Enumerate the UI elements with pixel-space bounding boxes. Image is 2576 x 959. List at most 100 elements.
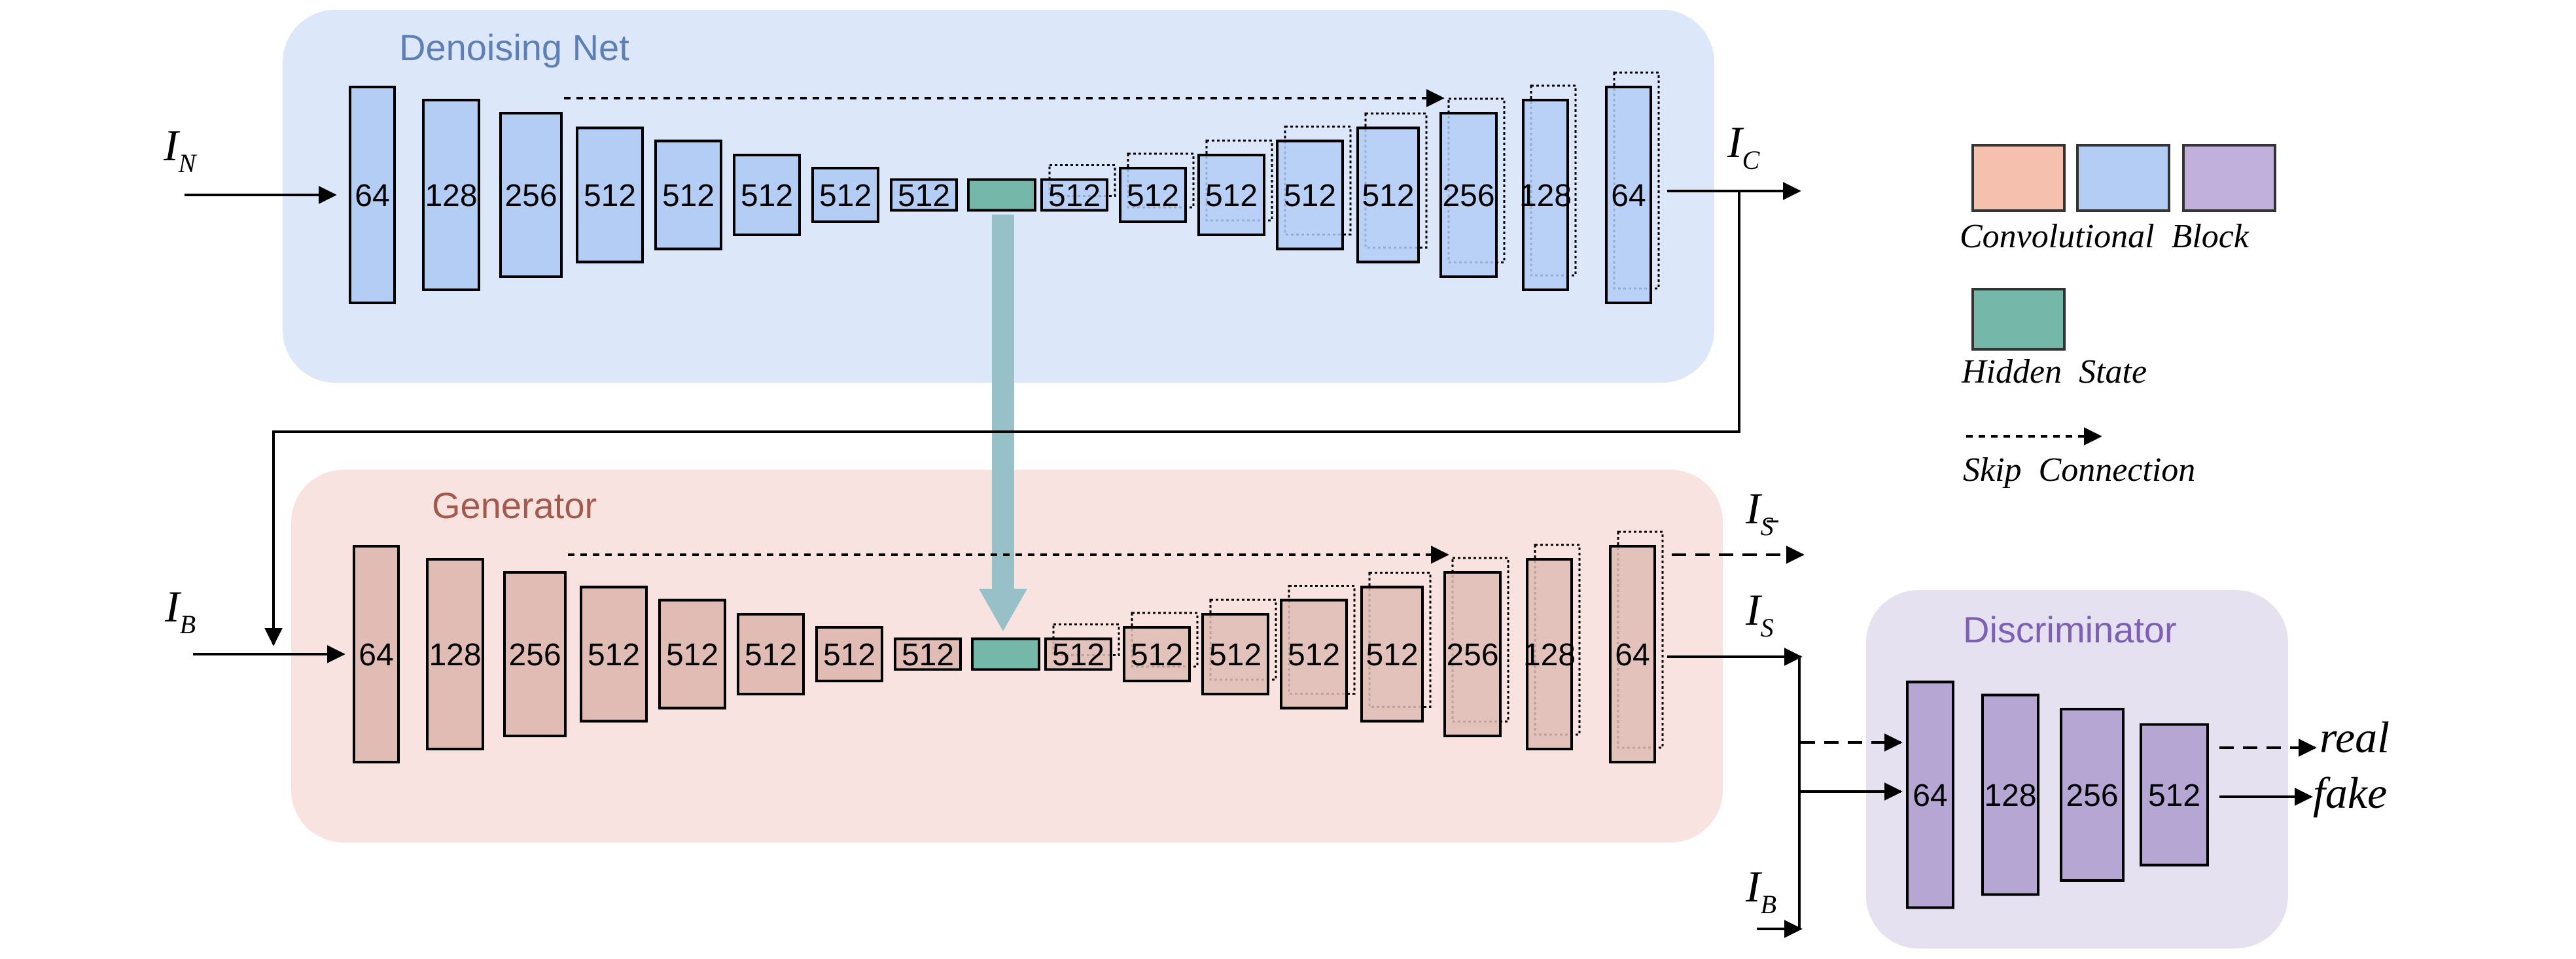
generator-block-rect: [1526, 558, 1573, 750]
denoise-block-label: 128: [1519, 179, 1572, 213]
denoise-conv-block: 64: [349, 86, 396, 304]
denoise-block-label: 64: [1611, 179, 1646, 213]
denoise-block-rect: [967, 178, 1036, 212]
generator-block-label: 128: [429, 638, 481, 672]
discriminator-block-label: 64: [1913, 778, 1947, 813]
discriminator-block-rect: [1906, 680, 1954, 909]
denoise-conv-block: 128: [422, 99, 480, 291]
generator-conv-block: 512: [815, 626, 883, 682]
denoise-block-label: 512: [1205, 179, 1258, 213]
denoise-block-rect: [654, 139, 722, 251]
denoise-input-label: IN: [163, 120, 198, 178]
denoise-conv-block: 512: [1197, 139, 1273, 236]
denoise-output-label: IC: [1727, 117, 1761, 175]
denoise-block-label: 512: [898, 179, 950, 213]
discriminator-block-label: 256: [2066, 778, 2118, 813]
denoise-block-label: 64: [355, 179, 389, 213]
denoise-block-rect: [1439, 112, 1498, 278]
generator-conv-block: 512: [737, 613, 805, 695]
denoise-hidden-state-block: [967, 178, 1036, 212]
denoise-conv-block: 512: [1040, 164, 1116, 213]
legend-conv-swatch-purple: [2182, 144, 2276, 212]
generator-conv-block: 512: [1360, 572, 1432, 723]
denoise-block-rect: [576, 126, 644, 264]
generator-block-rect: [658, 599, 726, 710]
generator-block-rect: [737, 613, 805, 695]
denoise-block-rect: [1119, 167, 1187, 223]
generator-block-label: 64: [1615, 638, 1650, 672]
denoise-block-label: 128: [425, 179, 477, 213]
generator-conv-block: 512: [1201, 599, 1277, 695]
generator-hidden-state-block: [971, 637, 1040, 671]
denoise-block-rect: [422, 99, 480, 291]
denoise-block-rect: [1276, 139, 1344, 251]
denoise-block-rect: [890, 178, 958, 212]
denoise-block-rect: [349, 86, 396, 304]
denoise-block-rect: [1522, 99, 1569, 291]
denoise-conv-block: 512: [576, 126, 644, 264]
generator-block-rect: [353, 545, 400, 763]
generator-conv-block: 512: [1123, 612, 1199, 682]
generator-block-label: 512: [588, 638, 640, 672]
generator-block-rect: [1609, 545, 1656, 763]
generator-block-label: 512: [1288, 638, 1340, 672]
generator-block-rect: [503, 571, 567, 737]
legend: Convolutional Block Hidden State Skip Co…: [1960, 144, 2276, 489]
generator-block-rect: [1360, 585, 1424, 723]
generator-block-rect: [1123, 626, 1191, 682]
generator-block-label: 512: [1052, 638, 1104, 672]
denoise-conv-block: 256: [1439, 97, 1506, 278]
denoise-conv-block: 512: [733, 154, 801, 236]
generator-block-label: 512: [902, 638, 954, 672]
denoise-block-label: 512: [1048, 179, 1101, 213]
generator-conv-block: 512: [1044, 623, 1120, 672]
generator-block-label: 64: [359, 638, 393, 672]
denoise-block-rect: [733, 154, 801, 236]
denoise-conv-block: 512: [890, 178, 958, 213]
denoise-conv-block: 512: [1276, 126, 1352, 251]
denoise-conv-block: 128: [1519, 84, 1577, 291]
legend-conv-swatch-salmon: [1971, 144, 2066, 212]
generator-block-rect: [1201, 613, 1269, 695]
generator-conv-block: 64: [353, 545, 400, 763]
generator-block-label: 512: [1366, 638, 1418, 672]
generator-conv-block: 512: [580, 585, 648, 723]
generator-block-label: 512: [1131, 638, 1183, 672]
generator-block-rect: [1044, 637, 1112, 671]
generator-conv-block: 512: [658, 599, 726, 710]
denoise-to-generator-route: [264, 191, 1740, 646]
generator-output-label: IS: [1745, 585, 1774, 642]
denoise-block-label: 512: [1127, 179, 1179, 213]
denoise-block-label: 512: [1362, 179, 1414, 213]
generator-block-rect: [815, 626, 883, 682]
denoise-block-label: 512: [662, 179, 715, 213]
denoise-block-rect: [811, 167, 879, 223]
discriminator-block-rect: [2140, 723, 2209, 867]
legend-hidden-swatch: [1971, 288, 2066, 351]
generator-conv-block: 512: [894, 637, 962, 672]
generator-block-label: 512: [666, 638, 718, 672]
denoise-block-label: 512: [819, 179, 872, 213]
discriminator-title: Discriminator: [1963, 609, 2177, 650]
discriminator-conv-block: 128: [1981, 693, 2039, 896]
generator-block-label: 512: [1209, 638, 1262, 672]
discriminator-block-label: 512: [2148, 778, 2200, 813]
real-output-label: real: [2320, 712, 2390, 762]
denoise-conv-block: 256: [499, 112, 563, 278]
generator-block-rect: [1280, 599, 1348, 710]
hidden-state-connector: [979, 215, 1027, 631]
denoise-block-rect: [1356, 126, 1420, 264]
legend-conv-label: Convolutional Block: [1960, 218, 2250, 255]
generator-title: Generator: [432, 485, 597, 526]
generator-conv-block: 512: [1280, 585, 1356, 710]
denoise-conv-block: 512: [1356, 113, 1428, 264]
denoise-block-label: 512: [584, 179, 636, 213]
denoise-block-rect: [499, 112, 563, 278]
generator-block-label: 128: [1523, 638, 1576, 672]
discriminator-conv-block: 64: [1906, 680, 1954, 909]
discriminator-conv-block: 256: [2060, 708, 2125, 882]
discriminator-block-label: 128: [1984, 778, 2036, 813]
